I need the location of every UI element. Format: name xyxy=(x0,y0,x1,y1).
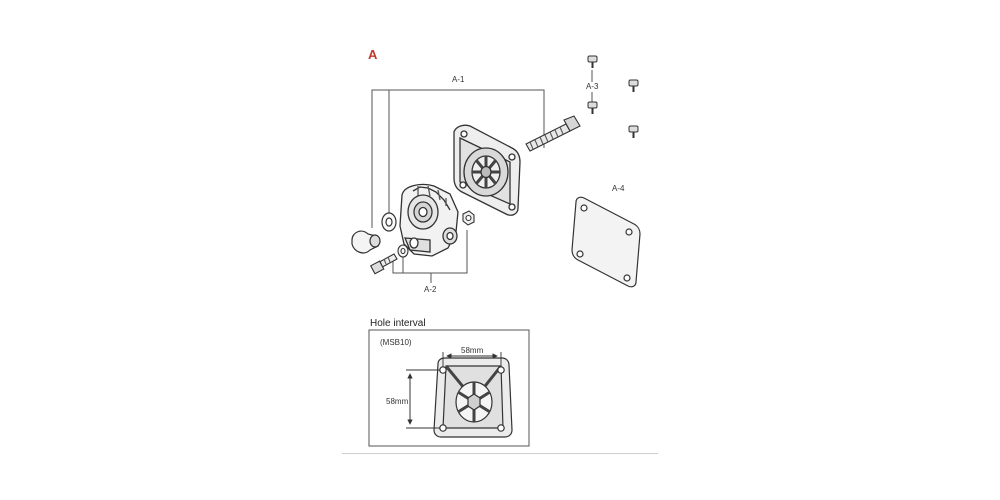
horizontal-dimension-label: 58mm xyxy=(461,346,484,355)
clamp-body xyxy=(399,183,459,257)
hex-nut xyxy=(462,210,475,226)
callout-a4: A-4 xyxy=(612,184,625,193)
a1-leader-lines xyxy=(371,89,545,228)
screw-4 xyxy=(628,125,639,138)
lower-washer xyxy=(397,244,409,258)
screw-2 xyxy=(587,101,598,114)
hole-interval-plate xyxy=(433,357,513,438)
screw-1 xyxy=(587,55,598,68)
vertical-dimension-label: 58mm xyxy=(386,397,409,406)
bottom-divider xyxy=(342,453,658,454)
horizontal-dimension xyxy=(442,352,502,367)
hole-interval-title: Hole interval xyxy=(370,318,426,329)
model-label: (MSB10) xyxy=(380,338,412,347)
callout-a1: A-1 xyxy=(452,75,465,84)
callout-a3: A-3 xyxy=(586,82,599,91)
long-bolt xyxy=(525,115,581,152)
vertical-dimension xyxy=(406,369,440,429)
section-label: A xyxy=(368,47,378,62)
adapter-plate xyxy=(571,196,641,288)
lower-bolt xyxy=(369,253,398,275)
callout-a2: A-2 xyxy=(424,285,437,294)
screw-3 xyxy=(628,79,639,92)
wing-nut xyxy=(351,230,381,254)
mounting-plate xyxy=(453,124,521,216)
washer-left xyxy=(381,212,397,232)
